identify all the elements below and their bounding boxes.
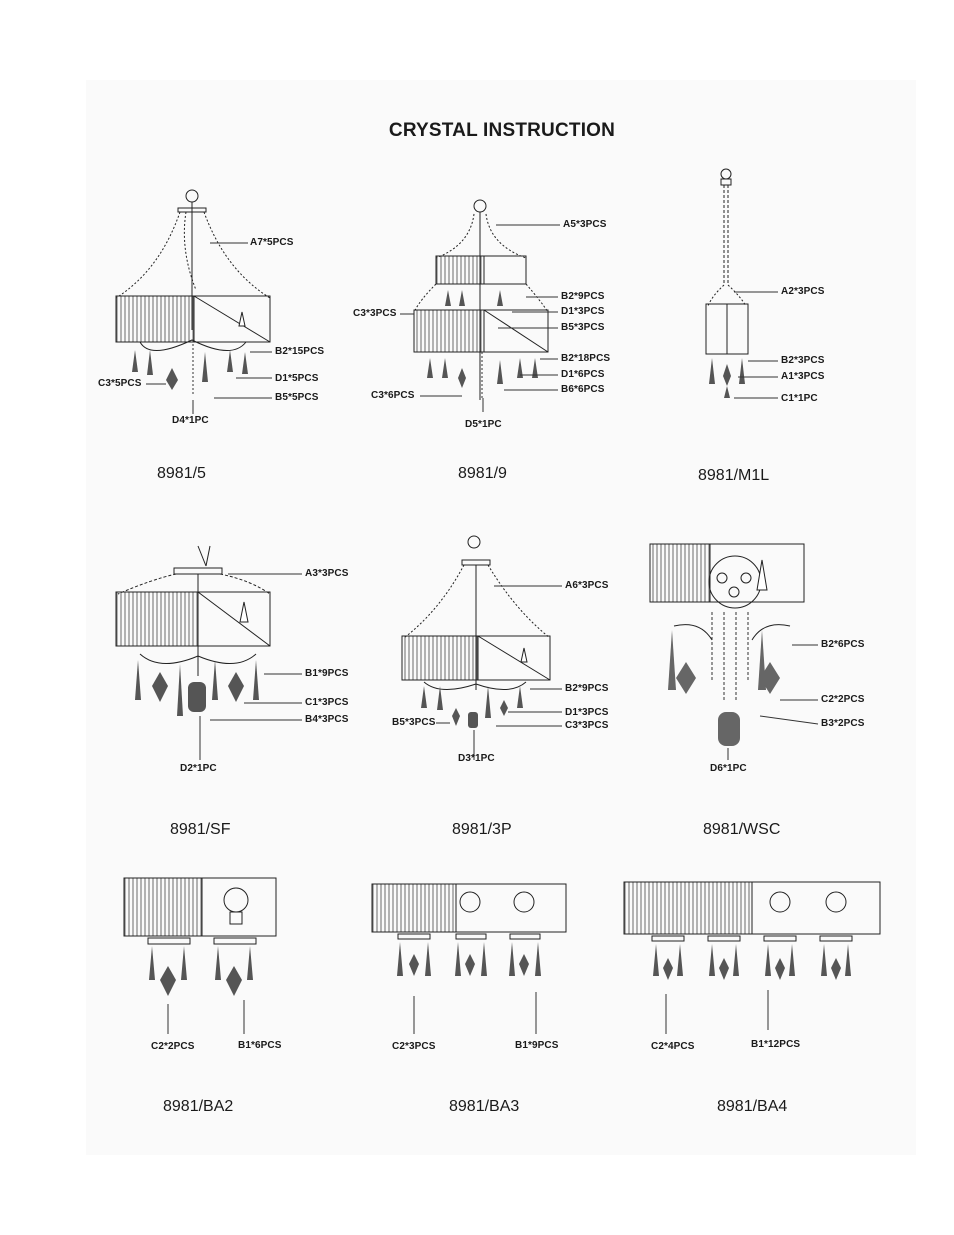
part-label: B1*6PCS [238, 1040, 282, 1051]
model-name: 8981/3P [452, 821, 512, 838]
model-name: 8981/M1L [698, 467, 770, 484]
part-label: C2*3PCS [392, 1041, 436, 1052]
instruction-sheet [86, 80, 916, 1155]
part-label: B2*6PCS [821, 639, 865, 650]
part-label: B5*5PCS [275, 392, 319, 403]
part-label: D2*1PC [180, 763, 217, 774]
part-label: D1*5PCS [275, 373, 319, 384]
part-label: D1*3PCS [561, 306, 605, 317]
part-label: C3*3PCS [353, 308, 397, 319]
model-name: 8981/WSC [703, 821, 781, 838]
part-label: C3*3PCS [565, 720, 609, 731]
part-label: C2*4PCS [651, 1041, 695, 1052]
part-label: D5*1PC [465, 419, 502, 430]
part-label: B1*9PCS [305, 668, 349, 679]
model-name: 8981/BA3 [449, 1098, 520, 1115]
part-label: A6*3PCS [565, 580, 609, 591]
model-name: 8981/BA2 [163, 1098, 234, 1115]
part-label: D1*3PCS [565, 707, 609, 718]
part-label: D6*1PC [710, 763, 747, 774]
model-name: 8981/BA4 [717, 1098, 788, 1115]
part-label: C3*6PCS [371, 390, 415, 401]
part-label: A7*5PCS [250, 237, 294, 248]
part-label: D3*1PC [458, 753, 495, 764]
part-label: B5*3PCS [392, 717, 436, 728]
part-label: B2*15PCS [275, 346, 325, 357]
part-label: D1*6PCS [561, 369, 605, 380]
part-label: B1*9PCS [515, 1040, 559, 1051]
part-label: B6*6PCS [561, 384, 605, 395]
part-label: B2*3PCS [781, 355, 825, 366]
model-name: 8981/SF [170, 821, 231, 838]
part-label: B2*9PCS [561, 291, 605, 302]
part-label: B2*18PCS [561, 353, 611, 364]
model-name: 8981/9 [458, 465, 507, 482]
part-label: B5*3PCS [561, 322, 605, 333]
part-label: A1*3PCS [781, 371, 825, 382]
part-label: C1*3PCS [305, 697, 349, 708]
part-label: B4*3PCS [305, 714, 349, 725]
page-title: CRYSTAL INSTRUCTION [388, 120, 616, 141]
part-label: D4*1PC [172, 415, 209, 426]
part-label: C1*1PC [781, 393, 818, 404]
part-label: B2*9PCS [565, 683, 609, 694]
part-label: C3*5PCS [98, 378, 142, 389]
part-label: B3*2PCS [821, 718, 865, 729]
part-label: C2*2PCS [821, 694, 865, 705]
part-label: A2*3PCS [781, 286, 825, 297]
model-name: 8981/5 [157, 465, 206, 482]
part-label: A5*3PCS [563, 219, 607, 230]
part-label: A3*3PCS [305, 568, 349, 579]
part-label: B1*12PCS [751, 1039, 801, 1050]
part-label: C2*2PCS [151, 1041, 195, 1052]
